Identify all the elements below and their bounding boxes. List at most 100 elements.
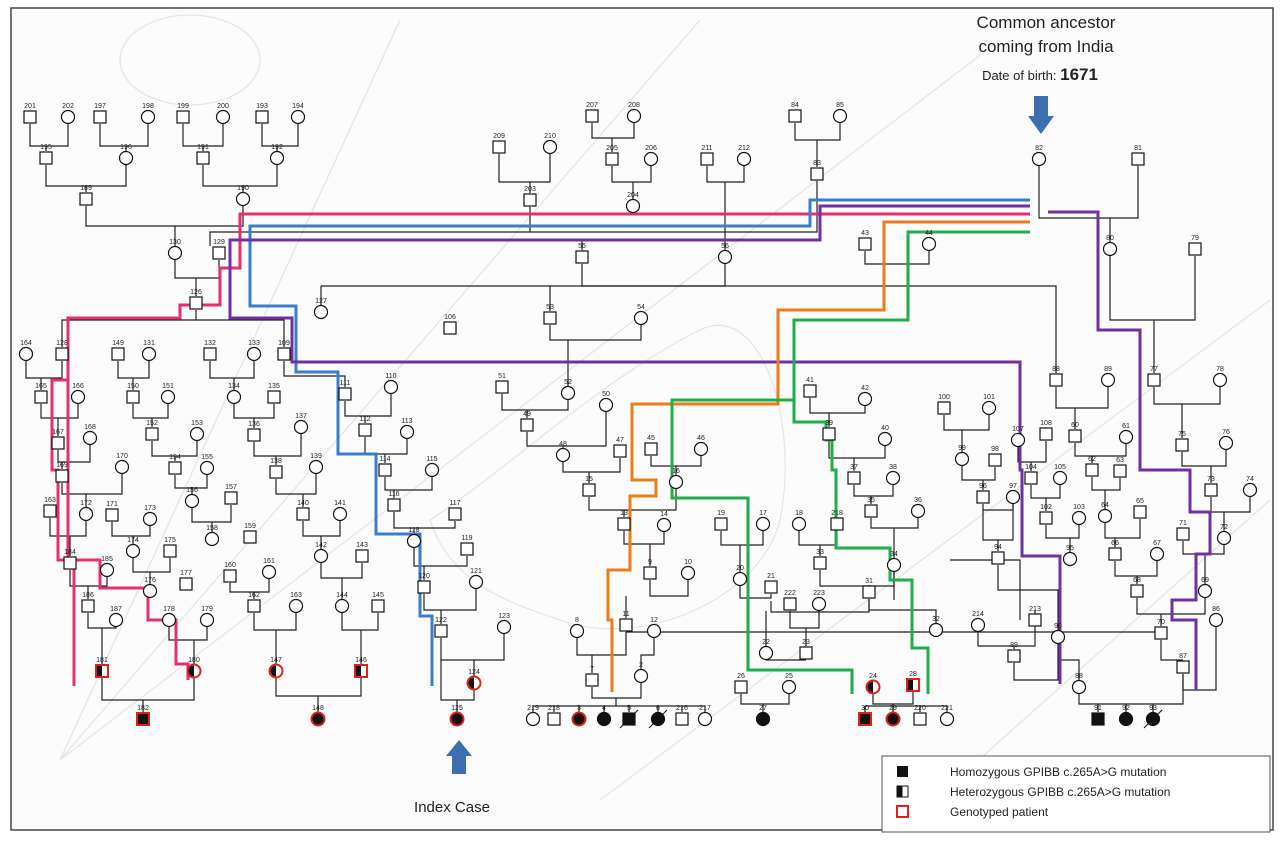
individual-126: 126 — [189, 289, 203, 310]
individual-id: 142 — [315, 542, 327, 549]
individual-18: 18 — [791, 510, 807, 532]
individual-id: 155 — [201, 454, 213, 461]
male-symbol — [79, 192, 93, 206]
individual-id: 25 — [785, 673, 793, 680]
male-symbol — [243, 530, 257, 544]
male-symbol — [585, 673, 599, 687]
individual-id: 214 — [972, 611, 984, 618]
individual-180: 180 — [186, 657, 202, 679]
individual-7: 7 — [585, 666, 599, 687]
individual-26: 26 — [734, 673, 748, 694]
relationship-line — [853, 485, 894, 497]
individual-42: 42 — [857, 385, 873, 407]
male-symbol — [277, 347, 291, 361]
female-symbol — [18, 346, 34, 362]
individual-id: 210 — [544, 133, 556, 140]
individual-id: 107 — [1012, 426, 1024, 433]
individual-99: 99 — [954, 445, 970, 467]
individual-id: 92 — [1122, 705, 1130, 712]
individual-193: 193 — [255, 103, 269, 124]
female-symbol — [643, 151, 659, 167]
female-symbol — [288, 598, 304, 614]
female-symbol — [226, 389, 242, 405]
individual-id: 130 — [169, 239, 181, 246]
individual-84: 84 — [788, 102, 802, 123]
individual-8: 8 — [569, 617, 585, 639]
green-lineage-path — [670, 398, 854, 694]
individual-id: 161 — [263, 558, 275, 565]
female-symbol — [496, 619, 512, 635]
individual-85: 85 — [832, 102, 848, 124]
individual-id: 213 — [1029, 606, 1041, 613]
male-symbol — [176, 110, 190, 124]
individual-id: 64 — [1101, 502, 1109, 509]
male-symbol — [269, 465, 283, 479]
individual-id: 62 — [1088, 456, 1096, 463]
individual-206: 206 — [643, 145, 659, 167]
individual-24: 24 — [865, 673, 881, 695]
female-symbol — [939, 711, 955, 727]
individual-id: 88 — [1052, 366, 1060, 373]
female-symbol — [310, 711, 326, 727]
female-symbol — [261, 564, 277, 580]
relationship-line — [174, 475, 208, 489]
individual-68: 68 — [1130, 577, 1144, 598]
male-symbol — [443, 321, 457, 335]
individual-169: 169 — [55, 462, 69, 483]
relationship-line — [61, 474, 123, 495]
male-symbol — [358, 423, 372, 437]
individual-197: 197 — [93, 103, 107, 124]
female-symbol — [1052, 470, 1068, 486]
purple-lineage-path — [228, 204, 1062, 684]
female-symbol — [334, 598, 350, 614]
individual-77: 77 — [1147, 366, 1161, 387]
individual-id: 185 — [101, 556, 113, 563]
relationship-line — [1114, 561, 1158, 577]
female-symbol — [571, 711, 587, 727]
individual-144: 144 — [334, 592, 350, 614]
individual-id: 145 — [372, 592, 384, 599]
relationship-line — [623, 531, 665, 545]
dob-label: Date of birth: — [982, 68, 1060, 83]
male-symbol — [913, 712, 927, 726]
individual-6: 6 — [648, 705, 668, 729]
individual-id: 211 — [701, 145, 712, 152]
individual-id: 143 — [356, 542, 368, 549]
male-symbol — [1154, 626, 1168, 640]
up-arrow-icon — [446, 740, 472, 774]
male-symbol — [126, 390, 140, 404]
individual-182: 182 — [136, 705, 150, 726]
individual-id: 35 — [867, 497, 875, 504]
male-symbol — [862, 585, 876, 599]
individual-203: 203 — [523, 186, 537, 207]
individual-id: 70 — [1157, 619, 1165, 626]
female-symbol — [633, 310, 649, 326]
individual-74: 74 — [1242, 476, 1258, 498]
individual-id: 177 — [180, 570, 192, 577]
individual-114: 114 — [378, 456, 392, 477]
individual-id: 11 — [622, 611, 629, 618]
relationship-line — [943, 415, 990, 431]
relationship-line — [413, 548, 468, 567]
relationship-line — [1038, 166, 1139, 219]
male-symbol — [81, 599, 95, 613]
male-symbol — [338, 387, 352, 401]
female-symbol — [424, 462, 440, 478]
individual-31: 31 — [862, 578, 876, 599]
individual-184: 184 — [63, 549, 77, 570]
male-symbol — [1068, 429, 1082, 443]
individual-id: 157 — [225, 484, 237, 491]
individual-49: 49 — [520, 411, 534, 432]
relationship-line — [591, 123, 635, 139]
individual-id: 83 — [813, 160, 821, 167]
individual-139: 139 — [308, 453, 324, 475]
male-symbol — [734, 680, 748, 694]
individual-87: 87 — [1176, 653, 1190, 674]
individual-id: 109 — [278, 340, 290, 347]
male-symbol — [1131, 152, 1145, 166]
male-symbol — [1108, 547, 1122, 561]
female-symbol — [758, 645, 774, 661]
male-symbol — [1039, 511, 1053, 525]
relationship-line — [101, 678, 195, 701]
relationship-line — [526, 412, 607, 447]
